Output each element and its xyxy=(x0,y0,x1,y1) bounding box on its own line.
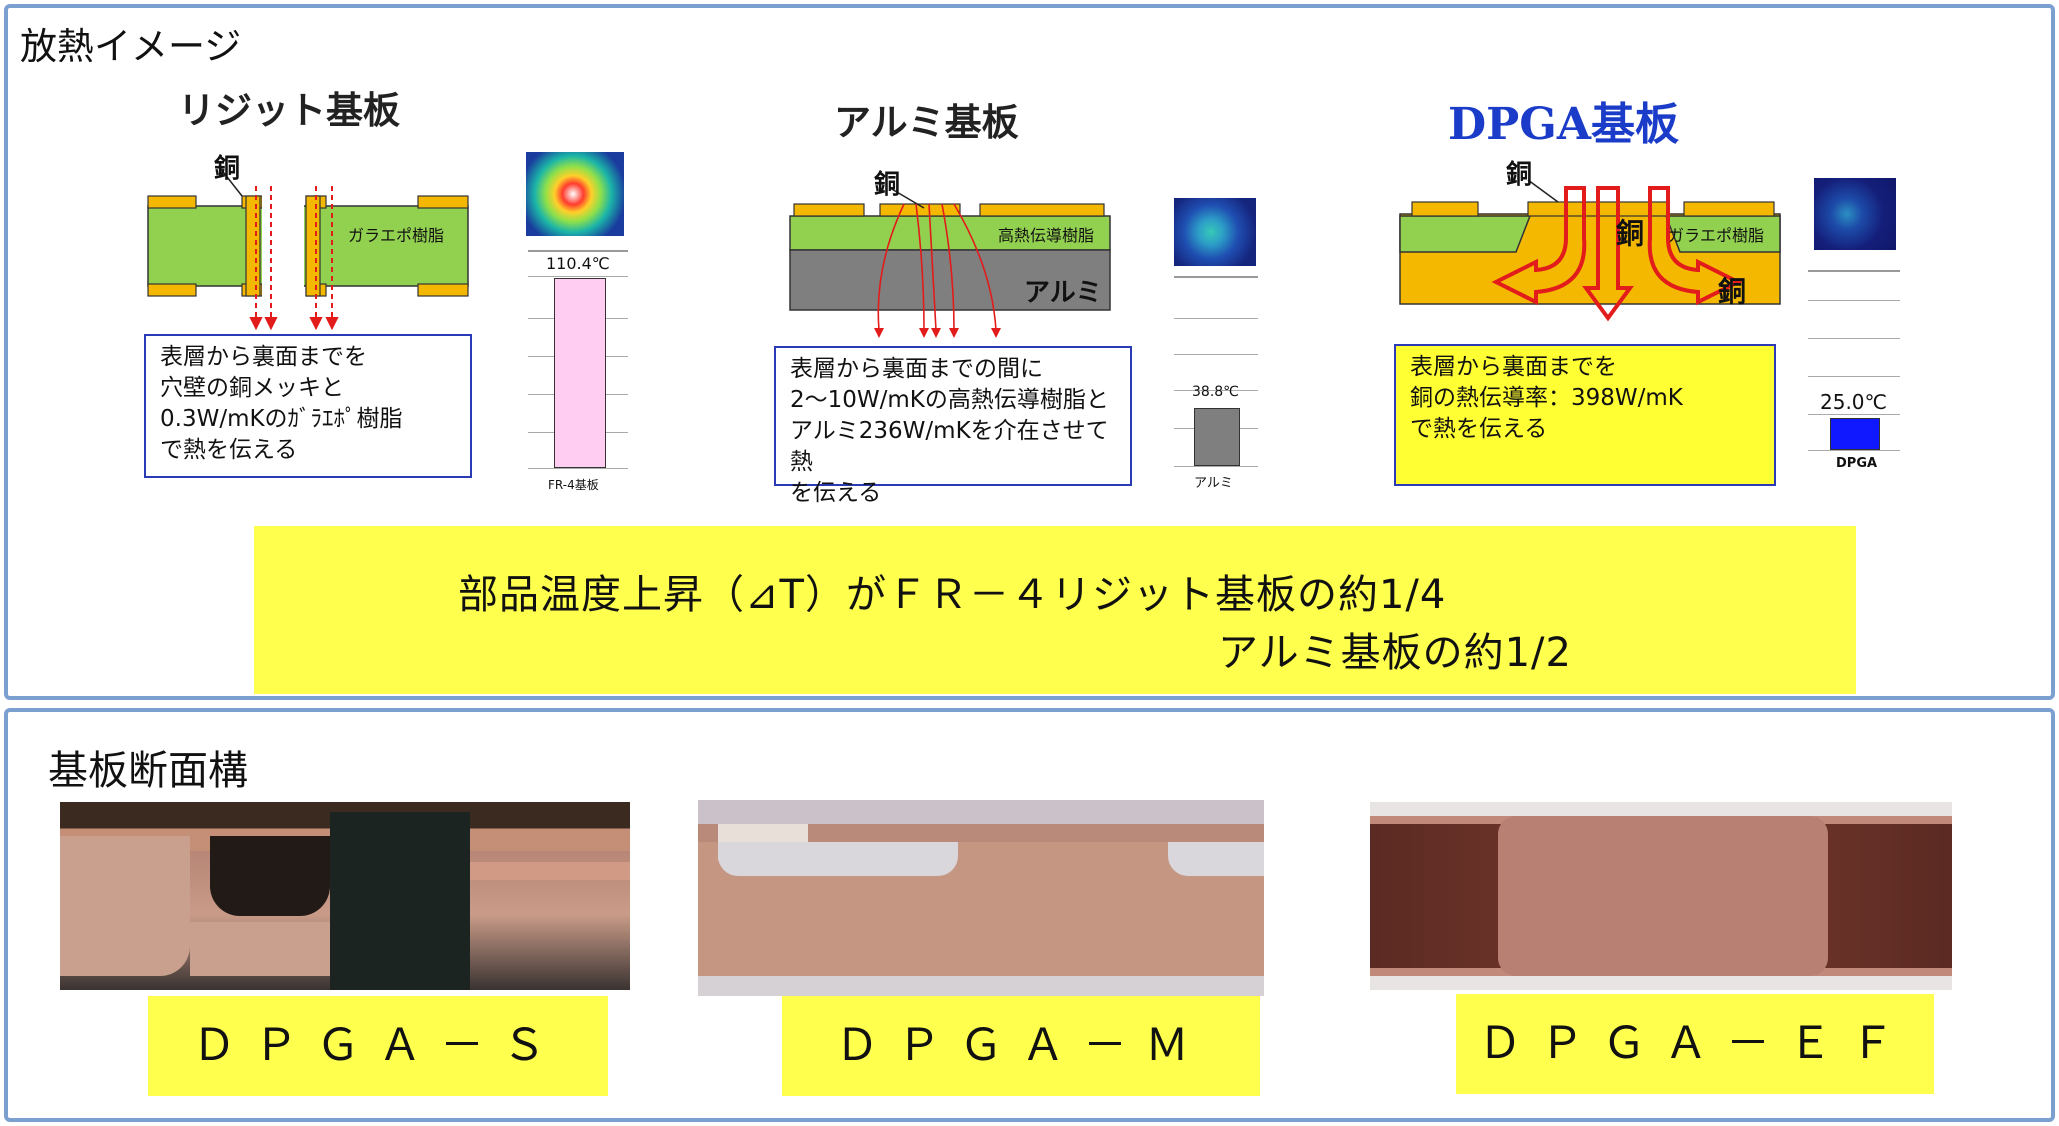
alu-title: アルミ基板 xyxy=(834,101,1019,144)
dpga-temp-value: 25.0℃ xyxy=(1820,390,1887,414)
dpga-diagram xyxy=(1399,179,1781,322)
dpga-base-label: 銅 xyxy=(1718,275,1747,308)
alu-base-label: アルミ xyxy=(1024,278,1102,308)
alu-temp-chart: 38.8℃ xyxy=(1174,276,1258,468)
heat-dissipation-panel: 放熱イメージ リジット基板 銅 ガラエポ樹脂 xyxy=(4,4,2055,700)
cross-section-title: 基板断面構 xyxy=(48,748,248,794)
alu-copper-label: 銅 xyxy=(874,170,901,200)
photo-dpga-ef xyxy=(1370,802,1952,990)
dpga-copper-mid-label: 銅 xyxy=(1616,217,1645,250)
summary-box: 部品温度上昇（⊿T）がＦＲ－４リジット基板の約1/4 アルミ基板の約1/2 xyxy=(254,526,1856,694)
alu-note: 表層から裏面までの間に 2～10W/mKの高熱伝導樹脂と アルミ236W/mKを… xyxy=(774,346,1132,506)
alu-diagram xyxy=(789,187,1111,338)
rigid-caption: FR-4基板 xyxy=(548,478,599,492)
dpga-title: DPGA基板 xyxy=(1448,99,1679,150)
dpga-temp-bar xyxy=(1830,418,1880,450)
dpga-temp-chart: 25.0℃ xyxy=(1808,270,1900,452)
alu-resin-label: 高熱伝導樹脂 xyxy=(998,226,1095,245)
alu-temp-bar xyxy=(1194,408,1240,466)
rigid-thermal-image xyxy=(526,152,624,236)
rigid-title: リジット基板 xyxy=(178,89,400,132)
cross-section-panel: 基板断面構 ＤＰＧＡ－Ｓ ＤＰＧＡ－Ｍ ＤＰＧＡ－ＥＦ xyxy=(4,708,2055,1122)
alu-caption: アルミ xyxy=(1194,476,1233,491)
dpga-copper-label: 銅 xyxy=(1506,160,1533,190)
rigid-temp-value: 110.4℃ xyxy=(546,254,610,273)
rigid-resin-label: ガラエポ樹脂 xyxy=(348,226,445,245)
rigid-temp-bar xyxy=(554,278,606,468)
dpga-resin-label: ガラエポ樹脂 xyxy=(1668,226,1765,245)
panel-title: 放熱イメージ xyxy=(20,25,242,68)
alu-thermal-image xyxy=(1174,198,1256,266)
summary-line-1: 部品温度上昇（⊿T）がＦＲ－４リジット基板の約1/4 xyxy=(458,572,1447,618)
alu-temp-value: 38.8℃ xyxy=(1192,384,1239,400)
dpga-caption: DPGA xyxy=(1836,456,1878,471)
summary-line-2: アルミ基板の約1/2 xyxy=(1218,630,1572,676)
rigid-note: 表層から裏面までを 穴壁の銅メッキと 0.3W/mKのｶﾞﾗｴﾎﾟ樹脂 で熱を伝… xyxy=(144,334,472,478)
label-dpga-ef: ＤＰＧＡ－ＥＦ xyxy=(1456,994,1934,1094)
dpga-thermal-image xyxy=(1814,178,1896,250)
photo-dpga-m xyxy=(698,800,1264,996)
dpga-note: 表層から裏面までを 銅の熱伝導率：398W/mK で熱を伝える xyxy=(1394,344,1776,486)
photo-dpga-s xyxy=(60,802,630,990)
rigid-temp-chart: 110.4℃ xyxy=(528,250,628,470)
rigid-copper-label: 銅 xyxy=(214,154,241,184)
rigid-diagram xyxy=(147,167,469,331)
label-dpga-s: ＤＰＧＡ－Ｓ xyxy=(148,996,608,1096)
label-dpga-m: ＤＰＧＡ－Ｍ xyxy=(782,996,1260,1096)
